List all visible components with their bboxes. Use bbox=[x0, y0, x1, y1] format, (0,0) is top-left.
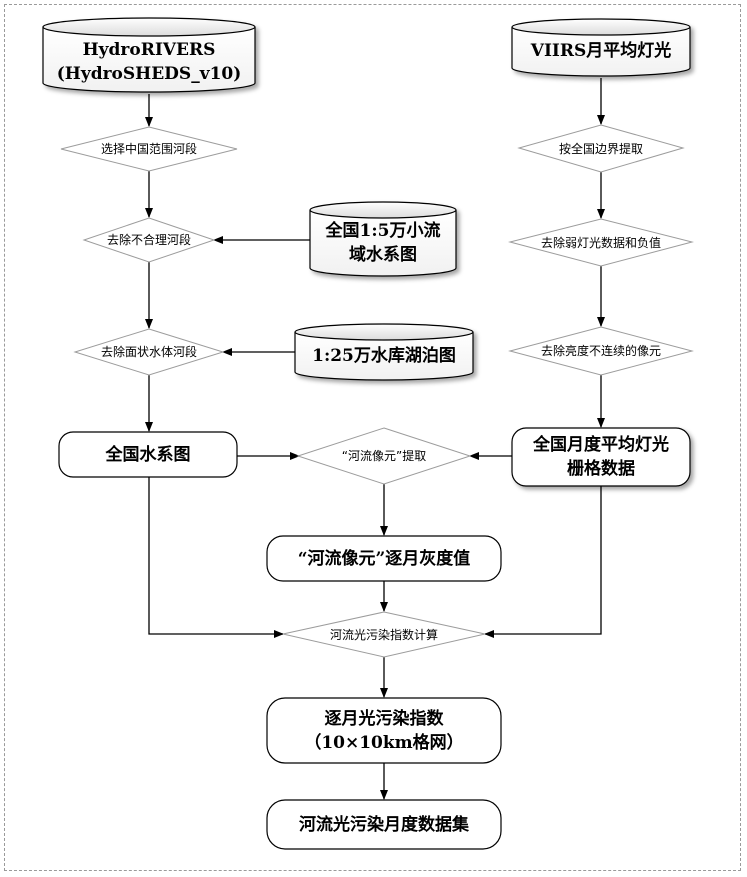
diamond-remove-unreasonable bbox=[82, 217, 216, 263]
diamond-remove-discontinuous bbox=[508, 326, 694, 376]
diamond-pollution-index-calc bbox=[282, 611, 486, 658]
arrow-water-to-index-calc bbox=[148, 477, 284, 638]
diamond-remove-weak bbox=[508, 218, 694, 267]
diamond-select-china bbox=[60, 126, 238, 172]
box-monthly-index bbox=[266, 697, 502, 764]
box-dataset bbox=[266, 799, 502, 850]
cylinder-hydrorivers bbox=[42, 17, 256, 93]
box-national-water bbox=[58, 431, 238, 478]
cylinder-reservoir bbox=[294, 323, 474, 381]
box-monthly-gray bbox=[266, 535, 502, 582]
connectors bbox=[145, 78, 605, 800]
diamond-river-pixel-extract bbox=[296, 427, 472, 485]
diamond-remove-planar bbox=[73, 328, 225, 376]
diamond-extract-boundary bbox=[517, 124, 685, 173]
box-monthly-light-raster bbox=[511, 427, 691, 487]
process-boxes bbox=[58, 427, 691, 850]
cylinder-small-basin bbox=[309, 201, 457, 277]
diagram-frame bbox=[4, 4, 741, 871]
cylinder-viirs bbox=[511, 18, 691, 77]
diamonds bbox=[60, 124, 694, 658]
arrow-raster-to-index-calc bbox=[484, 486, 602, 638]
